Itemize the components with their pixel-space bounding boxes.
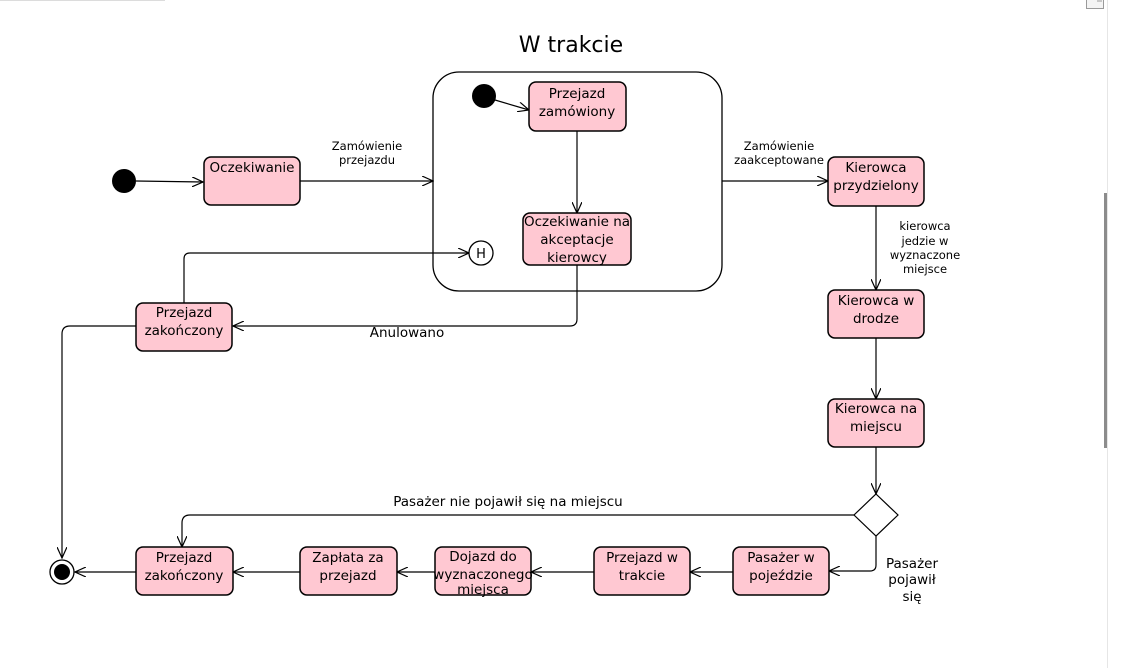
state-label-line: zamówiony [539, 104, 615, 120]
transition-label: Pasażer [886, 556, 939, 572]
state-dojazd[interactable] [434, 546, 532, 596]
scrollbar-thumb[interactable] [1104, 193, 1107, 448]
state-zaplata[interactable] [299, 546, 398, 596]
transition-to-history [183, 253, 469, 303]
state-label-line: Przejazd [156, 550, 213, 566]
transition-label: wyznaczone [890, 248, 960, 262]
transition-label: miejsce [903, 262, 947, 276]
state-label-line: wyznaczonego [433, 567, 532, 583]
state-label-line: akceptacje [540, 232, 613, 248]
transition-label: się [902, 589, 921, 605]
transition-label: Zamówienie [332, 139, 402, 153]
transition-label: zaakceptowane [734, 153, 824, 167]
transition-pasazer-nie-pojawil [182, 514, 855, 547]
state-label-line: Kierowca [845, 160, 906, 176]
transition-label: kierowca [899, 219, 950, 233]
transition-anulowano [233, 265, 578, 326]
state-oczekiwanie-akceptacja[interactable] [522, 212, 632, 266]
state-przejazd-zakonczony-anulowano[interactable] [135, 302, 233, 352]
transition-label: Zamówienie [744, 139, 814, 153]
state-label-line: pojeździe [749, 568, 813, 584]
transition-initial-to-oczekiwanie [135, 181, 203, 182]
state-kierowca-przydzielony[interactable] [827, 156, 925, 207]
state-label-line: miejscu [850, 419, 902, 435]
transition-label: pojawił [888, 572, 936, 588]
top-divider [0, 0, 165, 1]
initial-state [112, 169, 136, 193]
state-label-line: zakończony [145, 323, 224, 339]
decision-node[interactable] [853, 493, 899, 537]
composite-title: W trakcie [519, 33, 623, 58]
state-label-line: Oczekiwanie na [524, 214, 630, 230]
transition-label: Anulowano [370, 325, 445, 341]
state-label-line: miejsca [457, 582, 509, 598]
transition-label: Pasażer nie pojawił się na miejscu [393, 494, 623, 510]
transition-label: przejazdu [339, 153, 395, 167]
state-label-line: Kierowca na [835, 401, 917, 417]
state-label-line: Zapłata za [312, 550, 383, 566]
inner-initial-state [472, 84, 496, 108]
state-label-line: Przejazd w [606, 550, 678, 566]
state-label-line: Przejazd [156, 305, 213, 321]
transition-label: jedzie w [901, 234, 949, 248]
page-corner-icon[interactable] [1086, 0, 1104, 9]
state-kierowca-w-drodze[interactable] [827, 289, 925, 339]
state-label-line: przejazd [319, 568, 376, 584]
transition-inner-initial [494, 99, 529, 110]
state-przejazd-zamowiony[interactable] [528, 81, 627, 132]
state-label-line: zakończony [145, 568, 224, 584]
history-label: H [476, 247, 486, 262]
state-przejazd-w-trakcie[interactable] [593, 546, 691, 596]
state-przejazd-zakonczony[interactable] [135, 546, 234, 596]
state-label-line: Pasażer w [747, 550, 814, 566]
state-oczekiwanie[interactable] [203, 156, 301, 206]
vertical-scrollbar[interactable] [1107, 0, 1123, 668]
state-label: Oczekiwanie [210, 160, 295, 176]
state-label-line: Przejazd [549, 86, 606, 102]
state-pasazer-w-pojezdzie[interactable] [732, 546, 830, 596]
state-label-line: Dojazd do [449, 549, 516, 565]
state-label-line: kierowcy [547, 250, 607, 266]
transition-anul-to-final [62, 325, 136, 558]
state-label-line: przydzielony [833, 178, 918, 194]
state-label-line: drodze [853, 311, 899, 327]
state-label-line: trakcie [619, 568, 665, 584]
history-state[interactable] [468, 240, 494, 266]
final-state-core [54, 564, 70, 580]
state-label-line: Kierowca w [838, 293, 915, 309]
state-kierowca-na-miejscu[interactable] [827, 398, 925, 448]
transition-pasazer-pojawil [829, 536, 877, 571]
